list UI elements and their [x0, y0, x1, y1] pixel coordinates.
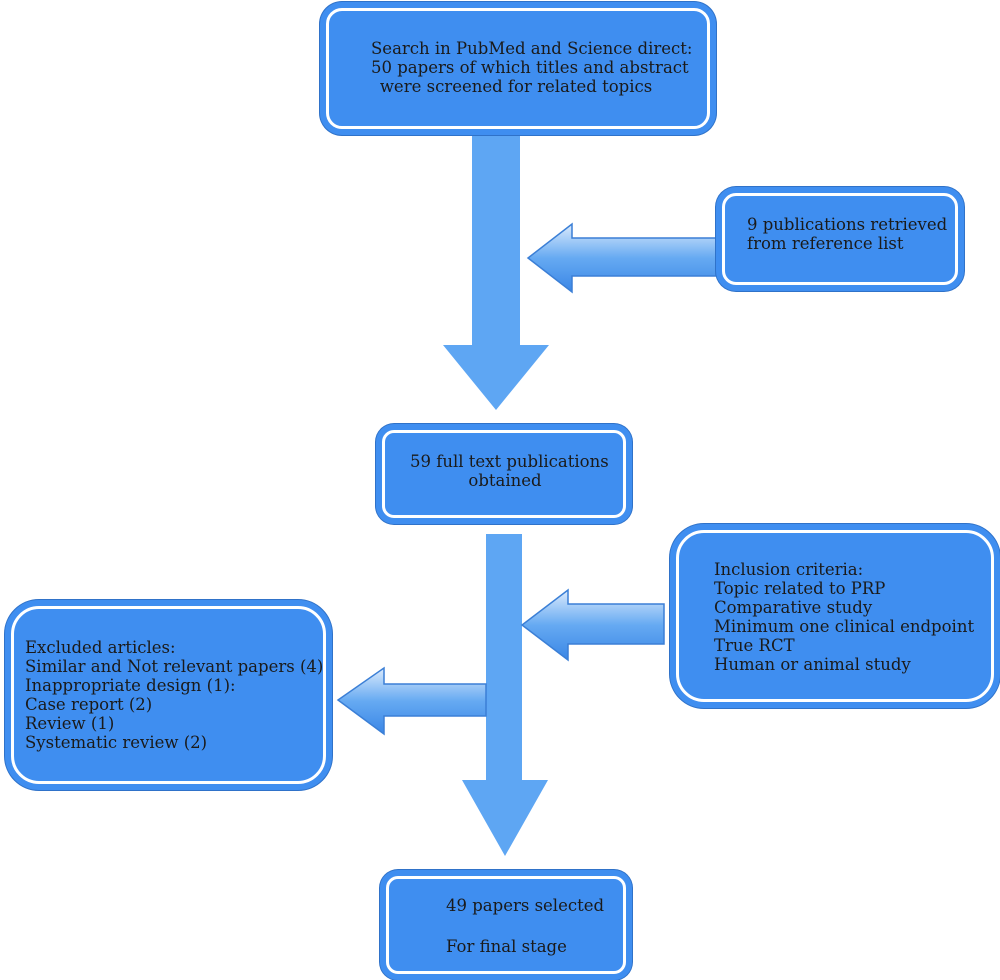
- excluded-box-outline: [11, 606, 326, 784]
- fulltext-box: 59 full text publications obtained: [376, 424, 632, 524]
- excluded-text: Excluded articles: Similar and Not relev…: [25, 638, 323, 752]
- inclusion-criteria-box: Inclusion criteria: Topic related to PRP…: [670, 524, 1000, 708]
- final-selection-box: 49 papers selected For final stage: [380, 870, 632, 980]
- final-box-outline: [386, 876, 626, 974]
- excluded-articles-box: Excluded articles: Similar and Not relev…: [5, 600, 332, 790]
- search-text: Search in PubMed and Science direct: 50 …: [371, 39, 693, 96]
- excluded-item: Inappropriate design (1):: [25, 676, 236, 695]
- arrow-left-inclusion: [520, 588, 665, 662]
- search-line-2: 50 papers of which titles and abstract: [371, 58, 689, 77]
- search-box-outline: [326, 8, 710, 129]
- excluded-heading: Excluded articles:: [25, 638, 176, 657]
- search-box: Search in PubMed and Science direct: 50 …: [320, 2, 716, 135]
- inclusion-item: True RCT: [714, 636, 795, 655]
- excluded-item: Similar and Not relevant papers (4): [25, 657, 324, 676]
- excluded-item: Case report (2): [25, 695, 153, 714]
- reference-line-1: 9 publications retrieved: [747, 215, 948, 234]
- inclusion-item: Topic related to PRP: [714, 579, 886, 598]
- reference-text: 9 publications retrieved from reference …: [747, 215, 947, 253]
- inclusion-item: Minimum one clinical endpoint: [714, 617, 975, 636]
- arrow-left-excluded: [336, 666, 487, 736]
- arrow-down-search-to-fulltext: [443, 135, 549, 410]
- reference-box-outline: [722, 193, 958, 285]
- search-line-3: were screened for related topics: [379, 77, 653, 96]
- final-line-1: 49 papers selected: [446, 896, 605, 915]
- inclusion-text: Inclusion criteria: Topic related to PRP…: [714, 560, 974, 674]
- fulltext-box-outline: [382, 430, 626, 518]
- search-line-1: Search in PubMed and Science direct:: [371, 39, 693, 58]
- inclusion-item: Human or animal study: [714, 655, 911, 674]
- arrow-down-fulltext-to-final: [462, 534, 548, 856]
- fulltext-line-2: obtained: [468, 471, 542, 490]
- inclusion-heading: Inclusion criteria:: [714, 560, 864, 579]
- excluded-item: Review (1): [25, 714, 115, 733]
- arrow-left-reference: [526, 222, 717, 294]
- reference-list-box: 9 publications retrieved from reference …: [716, 187, 964, 291]
- final-text: 49 papers selected For final stage: [446, 896, 605, 956]
- excluded-item: Systematic review (2): [25, 733, 208, 752]
- fulltext-line-1: 59 full text publications: [410, 452, 609, 471]
- reference-line-2: from reference list: [747, 234, 904, 253]
- inclusion-item: Comparative study: [714, 598, 873, 617]
- fulltext-text: 59 full text publications obtained: [410, 452, 609, 490]
- final-spacer: [446, 915, 566, 937]
- inclusion-box-outline: [676, 530, 994, 702]
- final-line-2: For final stage: [446, 937, 567, 956]
